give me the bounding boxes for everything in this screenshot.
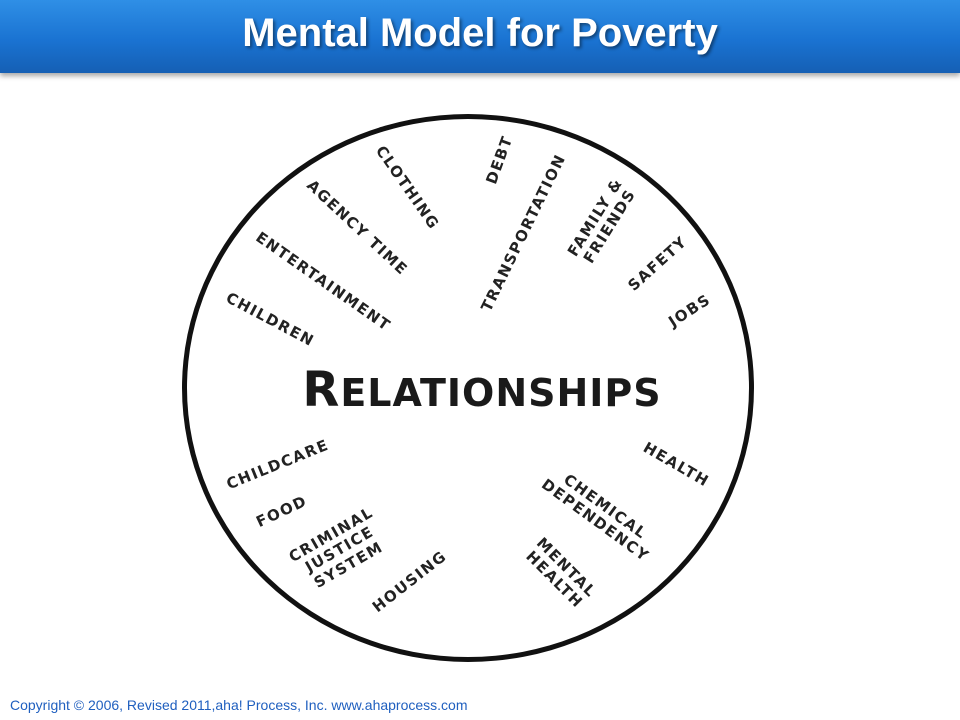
slide-title: Mental Model for Poverty (242, 11, 718, 55)
center-label-relationships: RELATIONSHIPS (302, 362, 661, 418)
center-rest: ELATIONSHIPS (340, 371, 662, 415)
copyright-footer: Copyright © 2006, Revised 2011,aha! Proc… (10, 697, 468, 713)
title-bar: Mental Model for Poverty (0, 0, 960, 73)
center-initial: R (302, 362, 341, 418)
relationships-circle (182, 114, 754, 662)
